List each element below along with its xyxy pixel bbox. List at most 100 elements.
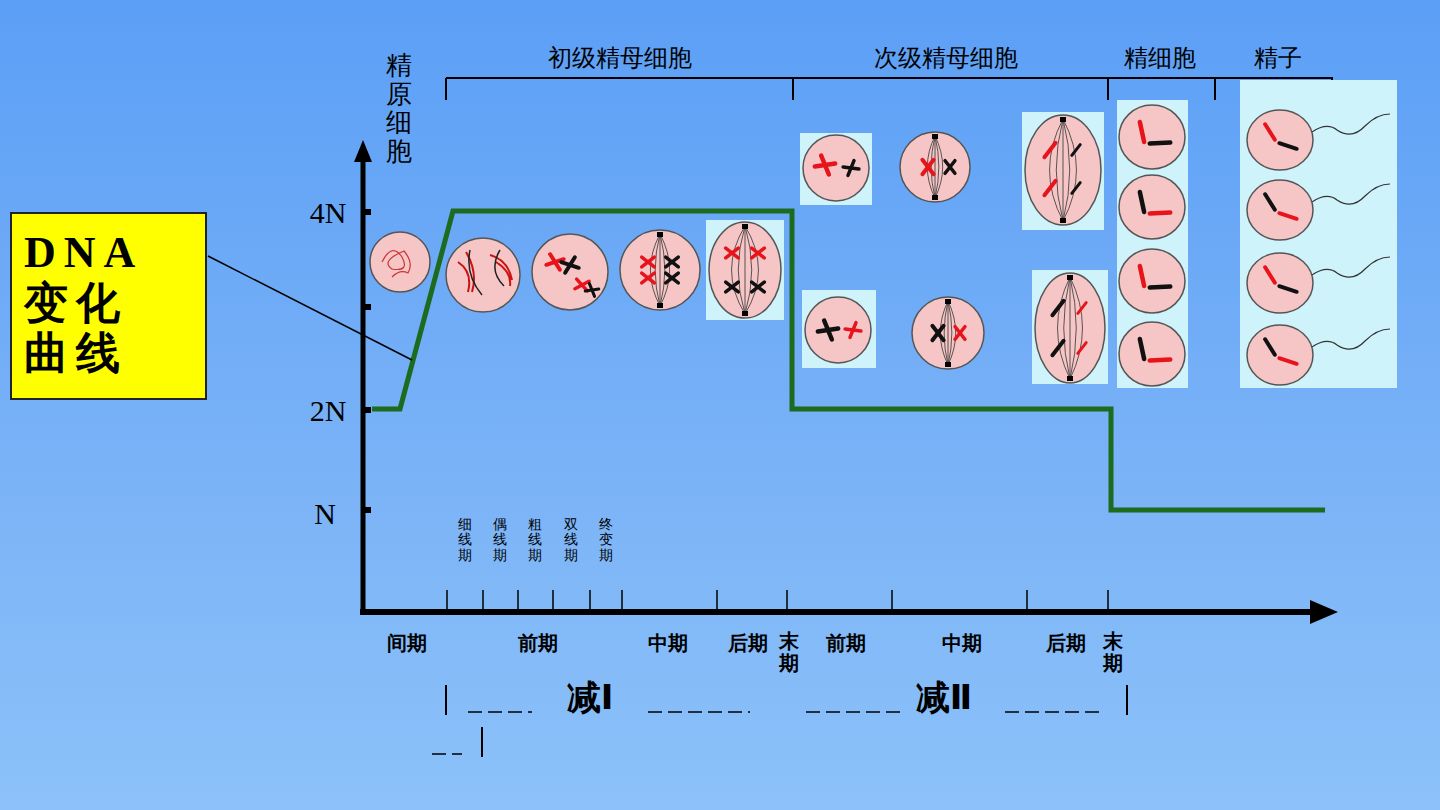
cell-outline [1025,115,1101,225]
axis-value: 4N [310,196,347,229]
chromosome [752,282,765,292]
cell-part [726,248,739,258]
cell-outline [1119,322,1185,386]
cell-part [752,282,765,292]
chromosome [1150,133,1171,153]
cell-part [815,155,835,174]
chromosome [726,282,739,292]
centrosome [742,311,748,316]
cell-part [752,282,765,292]
cell-part [726,248,739,258]
cell-part [843,161,859,176]
chromosome [1078,303,1086,314]
cell-part [1261,194,1278,209]
cell-part [1279,208,1296,223]
chromosome [1279,138,1296,153]
cell-part [642,273,655,283]
cell-part [575,279,589,291]
cell-panel [1032,270,1108,384]
cell-part [1150,203,1171,223]
cell-panel [802,290,876,368]
chromosome [843,161,859,176]
cell-part [1052,301,1063,315]
cell-part [745,226,758,314]
cell-part [382,251,410,277]
cell-part [666,273,679,283]
cell-outline [1035,273,1105,383]
phase-name: 末期 [1103,630,1123,674]
cell-part [666,273,679,283]
sperm-tail [1312,114,1390,134]
cell-part [935,136,943,198]
chromosome [575,279,589,291]
phase-name: 末期 [779,630,799,674]
cell-outline [1247,110,1313,170]
chromosome [752,248,765,258]
cell-part [1078,343,1086,354]
division-name: 减Ⅱ [916,679,972,716]
box-text: DNA 变化 曲线 [24,228,195,380]
leader-line [208,256,412,360]
cell-part [738,226,745,314]
chromosome [666,273,679,283]
cell-outline [620,230,700,310]
chromosome [1150,350,1171,370]
chromosome [1052,301,1063,315]
centrosome [742,224,748,229]
cell-part [1279,281,1296,296]
cell-part [752,248,765,258]
stage-name: 精子 [1254,45,1302,71]
axis-value: N [314,497,336,530]
cell-part [1150,133,1171,153]
cell-part [1132,122,1153,142]
chromosome [1072,145,1080,156]
substage-name: 双线期 [564,517,578,563]
chromosome [1261,339,1278,354]
cell-part [815,155,835,174]
chromosome [1132,192,1153,212]
chromosome [818,320,838,339]
chromosome [1132,266,1153,286]
chromosome [1261,194,1278,209]
substage-name: 偶线期 [493,517,507,563]
cell-outline [900,132,970,202]
cell-part [1064,277,1070,379]
substage-name: 粗线期 [528,517,542,563]
chromosome [1044,143,1055,157]
chromosome [1078,343,1086,354]
cell-part [655,234,660,306]
centrosome [932,195,938,200]
meiosis-brackets [432,685,1127,757]
cell-part [642,257,655,267]
phase-name: 中期 [942,632,982,654]
chromosome [642,257,655,267]
stage-name: 精细胞 [1124,45,1196,71]
cell-part [818,320,838,339]
cell-part [650,234,660,306]
cell-part [818,320,838,339]
cell-part [1044,181,1055,195]
cell-part [1063,119,1076,221]
cell-part [945,161,955,174]
division-name: 减Ⅰ [567,679,614,716]
centrosome [932,134,938,139]
cell-panel [1240,80,1397,388]
cell-part [945,161,955,174]
cell-part [948,301,956,365]
title-box: DNA 变化 曲线 [10,212,207,400]
axes [354,140,1338,624]
cell-part [955,327,965,340]
spindle [732,226,759,314]
cell-outline [446,238,520,312]
cell-part [1261,267,1278,282]
cell-part [726,282,739,292]
cell-part [1044,143,1055,157]
cell-part [1072,145,1080,156]
cell-part [469,250,504,295]
spindle [1050,119,1077,221]
centrosome [1067,275,1073,280]
chromosome [585,284,599,297]
cell-part [745,226,752,314]
cell-part [1072,183,1080,194]
